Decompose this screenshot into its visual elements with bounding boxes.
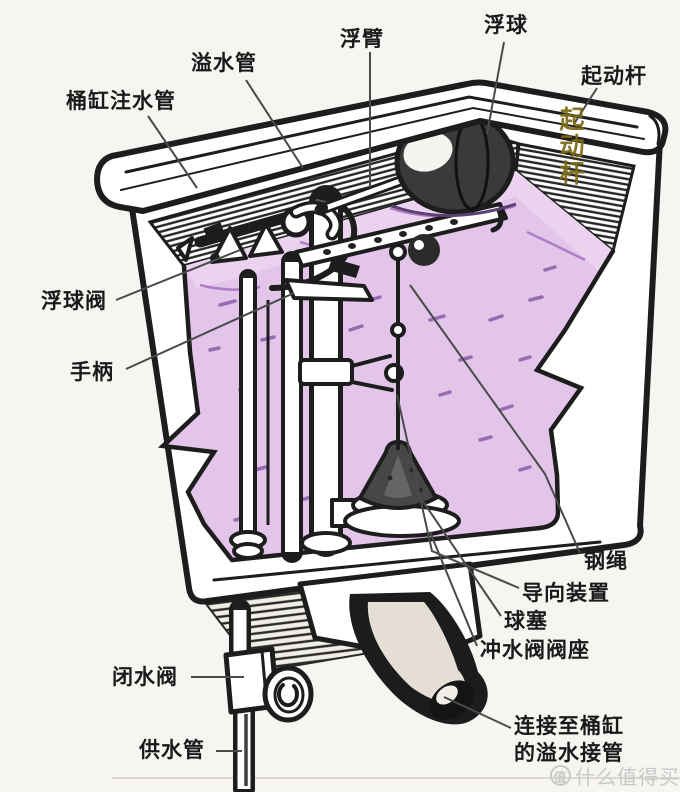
watermark-text: 什么值得买 <box>575 767 680 789</box>
label-tank-fill-pipe: 桶缸注水管 <box>66 90 176 113</box>
label-handle: 手柄 <box>70 361 114 384</box>
float-arm <box>314 170 420 216</box>
leader-float-valve <box>115 249 241 301</box>
label-trip-lever-vertical: 起动杆 <box>556 106 584 187</box>
leader-tank-fill-pipe <box>147 115 198 189</box>
label-steel-cable: 钢绳 <box>584 550 628 573</box>
supply-pipe <box>229 599 255 792</box>
outlet-spout <box>349 592 488 725</box>
label-shutoff-valve: 闭水阀 <box>112 666 178 689</box>
guide-device <box>298 354 404 392</box>
handle-linkage <box>284 258 374 302</box>
label-overflow-connection-line1: 连接至桶缸 <box>514 715 624 738</box>
leader-float-ball <box>486 41 505 135</box>
lift-wire <box>389 240 407 450</box>
watermark-badge-icon: 值 <box>550 765 571 786</box>
label-overflow-connection-line2: 的溢水接管 <box>514 742 624 766</box>
tank-lid <box>94 79 669 214</box>
label-flush-valve-seat: 冲水阀阀座 <box>480 639 590 662</box>
label-guide-device: 导向装置 <box>522 582 610 605</box>
leader-steel-cable <box>409 284 581 554</box>
label-overflow-pipe: 溢水管 <box>191 52 257 75</box>
leader-lines <box>115 41 598 752</box>
label-supply-pipe: 供水管 <box>139 739 205 762</box>
leader-ball-stopper <box>421 499 502 617</box>
leader-trip-lever <box>573 87 598 125</box>
fill-valve-shank <box>229 269 270 560</box>
label-overflow-connection: 连接至桶缸 的溢水接管 <box>514 713 654 768</box>
leader-overflow-connection <box>443 696 512 729</box>
label-float-arm: 浮臂 <box>340 28 384 51</box>
label-float-valve: 浮球阀 <box>41 290 107 313</box>
watermark: 值 什么值得买 <box>550 761 680 790</box>
label-ball-stopper: 球塞 <box>504 610 548 633</box>
leader-handle <box>125 292 295 370</box>
label-float-ball: 浮球 <box>484 14 528 37</box>
label-trip-lever: 起动杆 <box>581 65 647 88</box>
fill-valve-assembly <box>176 201 342 264</box>
leader-guide-device <box>396 394 520 589</box>
leader-overflow-pipe <box>245 79 304 169</box>
leader-flush-valve-seat <box>429 531 478 647</box>
shutoff-valve <box>223 646 314 723</box>
trip-lever-bar <box>294 202 508 268</box>
